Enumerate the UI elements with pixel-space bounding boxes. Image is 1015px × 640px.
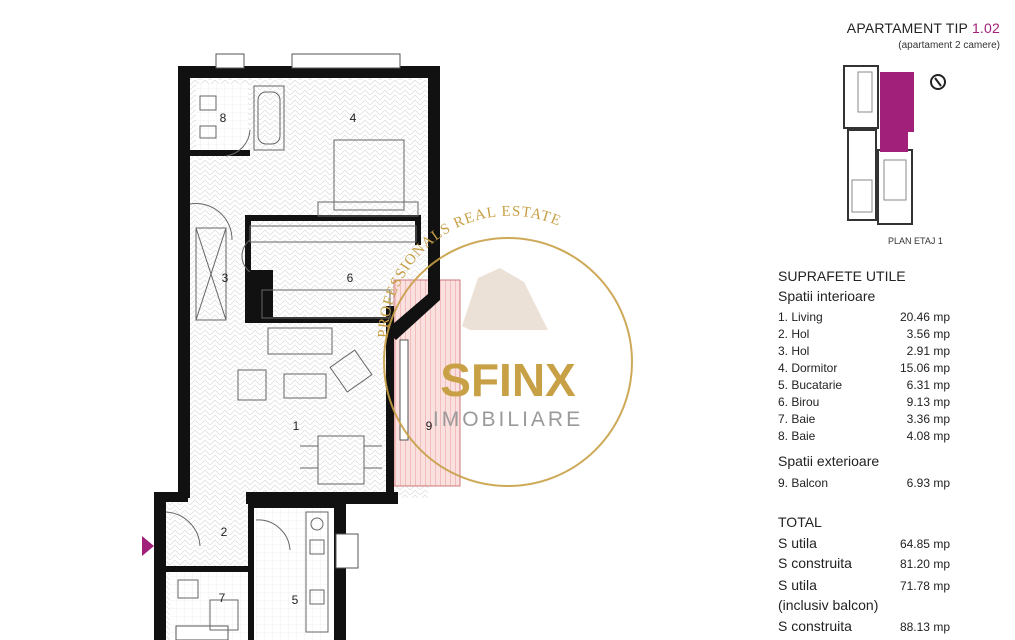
area-row-name: 2. Hol (778, 327, 810, 341)
area-row: 5. Bucatarie 6.31 mp (778, 378, 950, 394)
apartment-subtitle: (apartament 2 camere) (898, 40, 1000, 51)
total-row-label: S construita (778, 618, 852, 634)
minimap-caption: PLAN ETAJ 1 (888, 236, 943, 246)
minimap-highlight (880, 72, 914, 152)
total-row-value: 64.85 mp (899, 537, 950, 551)
room-label-5: 5 (292, 593, 299, 607)
watermark-brand: SFINX (440, 354, 576, 406)
total-row-label: S construita (778, 555, 852, 571)
area-row: 6. Birou 9.13 mp (778, 395, 950, 411)
area-row-name: 7. Baie (778, 412, 816, 426)
area-row: 3. Hol 2.91 mp (778, 344, 950, 360)
room-label-3: 3 (222, 271, 229, 285)
apartment-title-prefix: APARTAMENT TIP (846, 20, 972, 36)
area-row-name: 9. Balcon (778, 476, 829, 490)
apartment-title: APARTAMENT TIP 1.02 (847, 20, 1000, 36)
floor-plan: 1 2 3 4 5 6 7 8 9 PROFESSIONALS REAL EST… (142, 53, 633, 640)
entrance-arrow-icon (142, 536, 154, 556)
total-row: S construita 81.20 mp (778, 555, 950, 571)
totals-heading: TOTAL (778, 514, 822, 530)
area-row-name: 4. Dormitor (778, 361, 838, 375)
apartment-type-number: 1.02 (971, 20, 1000, 36)
room-label-1: 1 (293, 419, 300, 433)
area-row-name: 5. Bucatarie (778, 378, 843, 392)
total-row: S construita 88.13 mp (778, 618, 950, 634)
area-row-name: 1. Living (778, 310, 823, 324)
area-row: 7. Baie 3.36 mp (778, 412, 950, 428)
area-row: 9. Balcon 6.93 mp (778, 476, 950, 492)
total-row-value: 81.20 mp (899, 557, 950, 571)
total-row-label: S utila (778, 577, 817, 593)
total-row-value: 71.78 mp (899, 579, 950, 593)
area-row: 2. Hol 3.56 mp (778, 327, 950, 343)
area-row-value: 20.46 mp (899, 310, 950, 324)
room-label-9: 9 (426, 419, 433, 433)
watermark-tagline: IMOBILIARE (433, 408, 583, 431)
area-row-value: 9.13 mp (906, 395, 950, 409)
area-row-name: 3. Hol (778, 344, 810, 358)
north-compass-icon (930, 74, 946, 90)
area-row-value: 3.56 mp (906, 327, 950, 341)
area-row: 4. Dormitor 15.06 mp (778, 361, 950, 377)
room-label-8: 8 (220, 111, 227, 125)
room-label-2: 2 (221, 525, 228, 539)
floor-minimap (843, 65, 946, 225)
exterior-heading: Spatii exterioare (778, 453, 880, 469)
total-row: S utila 71.78 mp (778, 577, 950, 593)
area-row-value: 4.08 mp (906, 429, 950, 443)
area-row-value: 15.06 mp (899, 361, 950, 375)
area-row-name: 6. Birou (778, 395, 820, 409)
total-row: (inclusiv balcon) (778, 597, 950, 613)
total-row: S utila 64.85 mp (778, 535, 950, 551)
room-label-7: 7 (219, 591, 226, 605)
area-row-value: 6.93 mp (906, 476, 950, 490)
areas-heading: SUPRAFETE UTILE (778, 268, 906, 284)
area-row-value: 3.36 mp (906, 412, 950, 426)
room-label-4: 4 (350, 111, 357, 125)
room-label-6: 6 (347, 271, 354, 285)
area-row-name: 8. Baie (778, 429, 816, 443)
area-row-value: 6.31 mp (906, 378, 950, 392)
area-row-value: 2.91 mp (906, 344, 950, 358)
area-row: 1. Living 20.46 mp (778, 310, 950, 326)
total-row-label: S utila (778, 535, 817, 551)
total-row-value: 88.13 mp (899, 620, 950, 634)
total-row-label: (inclusiv balcon) (778, 597, 879, 613)
area-row: 8. Baie 4.08 mp (778, 429, 950, 445)
interior-heading: Spatii interioare (778, 288, 876, 304)
